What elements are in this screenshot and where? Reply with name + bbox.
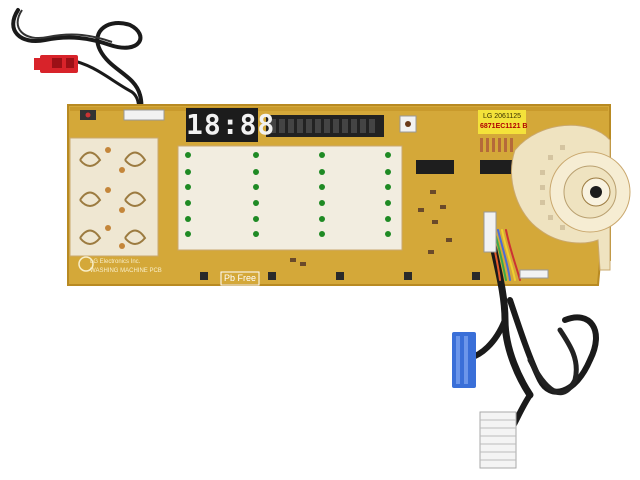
pb-free-label: Pb Free [223,273,256,283]
silkscreen-text: LG Electronics Inc. WASHING MACHINE PCB [90,258,162,276]
lg-label [478,110,526,134]
seven-segment-display [186,108,258,142]
blue-connector [452,332,476,388]
small-components [290,190,452,266]
tactile-switches [200,272,480,280]
display-digits: 18:88 [186,108,276,141]
silkscreen-line1: LG Electronics Inc. [90,259,141,265]
top-wire-connector [123,109,165,121]
ic-chip-2 [480,160,514,174]
lg-label-line1: LG 2061125 [482,113,521,120]
top-left-switch-led [85,112,91,118]
ic-chip-1 [416,160,454,174]
resistor-array [480,138,513,152]
red-connector [34,55,78,73]
lg-label-line2: 6871EC1121 B [480,123,528,130]
led-panel [177,145,403,251]
white-connector [479,411,517,469]
silkscreen-line2: WASHING MACHINE PCB [90,268,162,274]
small-white-component-hole [405,121,411,127]
left-touch-pads [69,137,159,257]
lg-logo [78,256,94,272]
rotary-selector [511,124,631,271]
board-bottom-connector [519,269,549,279]
pin-header [266,115,384,137]
board-side-connector [483,211,497,253]
pb-free-marking [220,271,260,286]
